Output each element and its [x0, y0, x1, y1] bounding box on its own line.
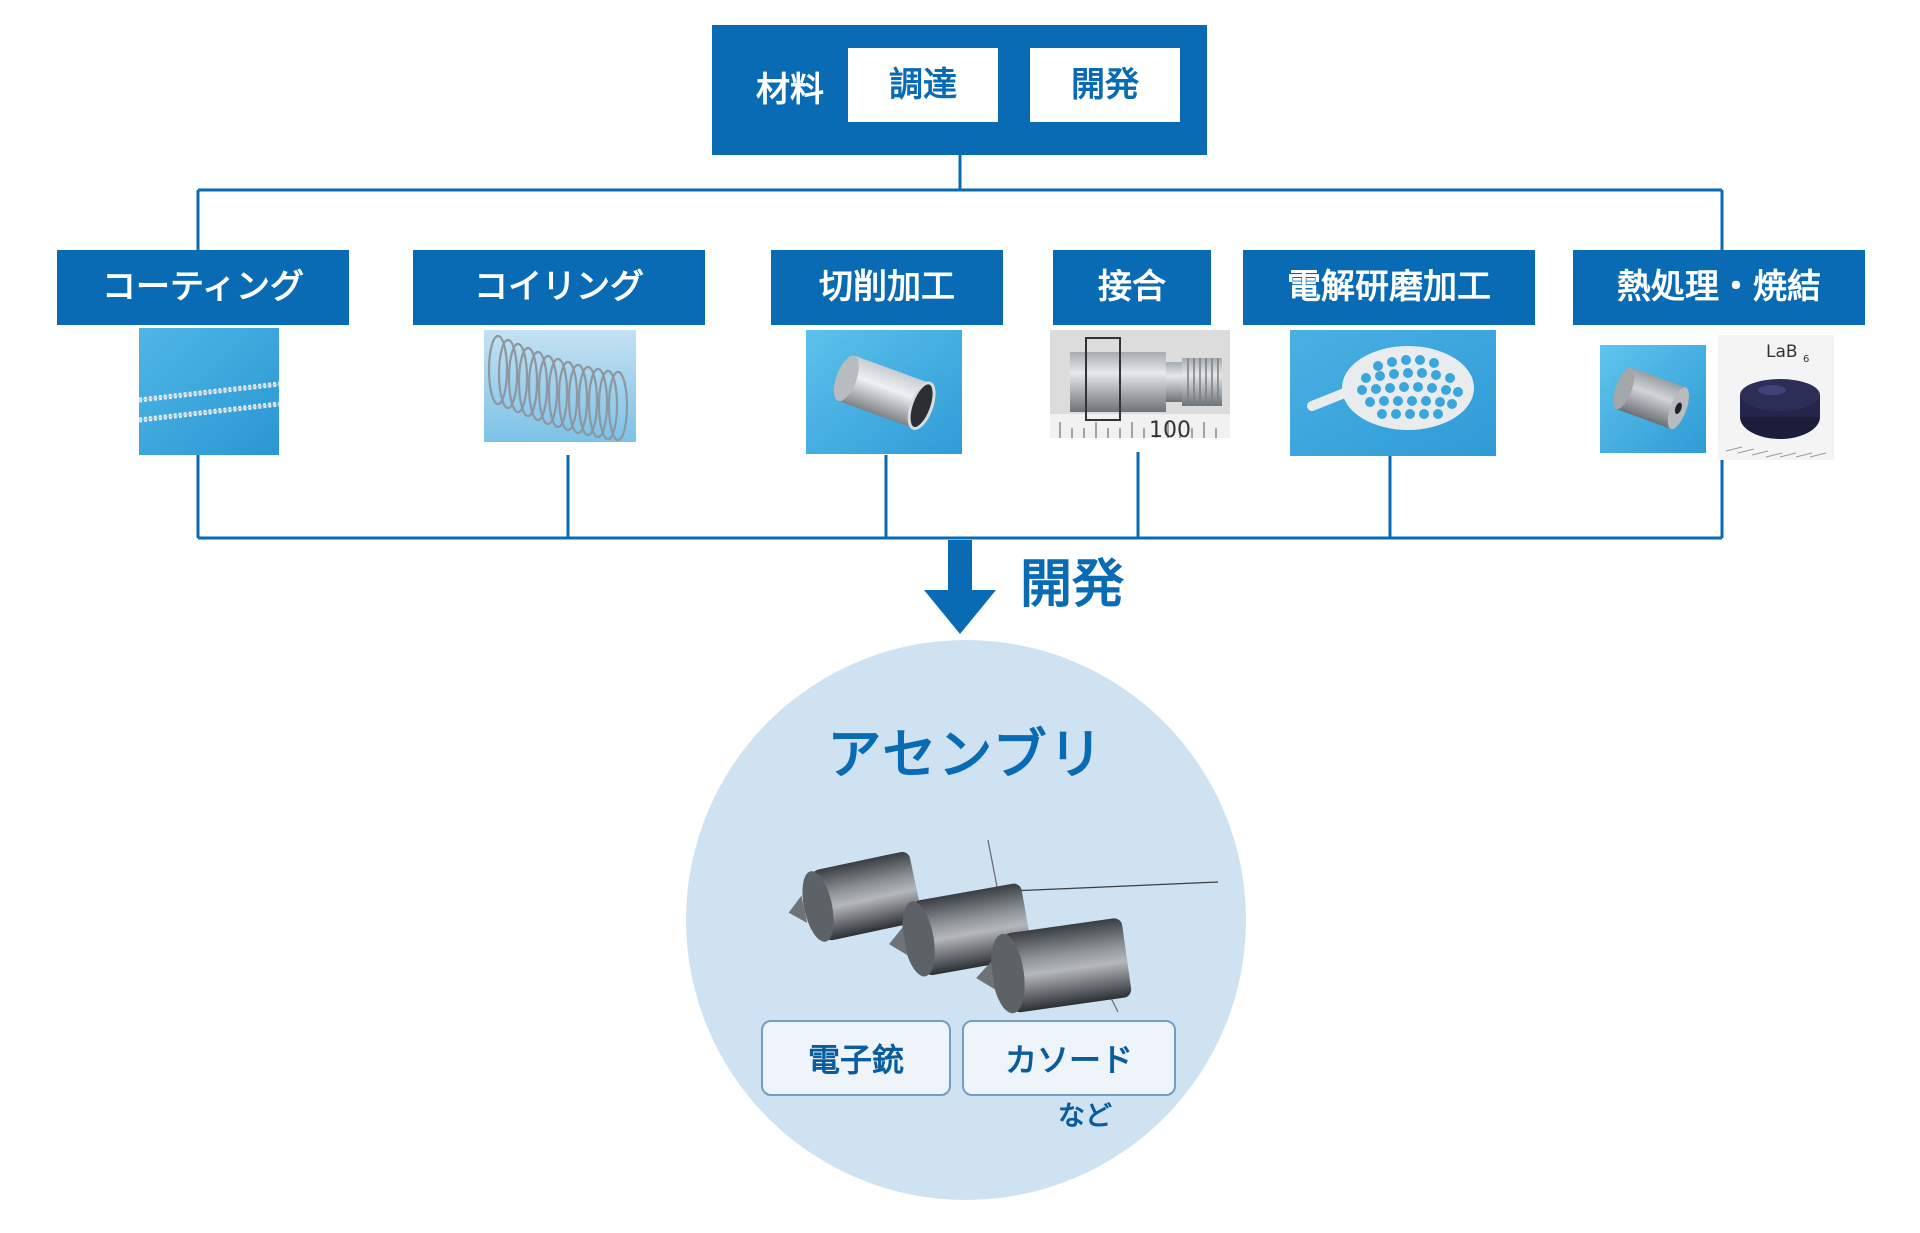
machined-tube-image [806, 330, 962, 454]
tag-electron-gun: 電子銃 [761, 1020, 951, 1096]
lab6-cathode-image: LaB 6 [1718, 335, 1834, 460]
perforated-disc-image [1290, 330, 1496, 456]
process-heat-treatment: 熱処理・焼結 [1573, 250, 1865, 325]
develop-label-arrow: 開発 [1020, 555, 1125, 615]
process-electropolishing: 電解研磨加工 [1243, 250, 1535, 325]
process-coiling: コイリング [413, 250, 705, 325]
process-machining: 切削加工 [771, 250, 1003, 325]
develop-label-top: 開発 [1030, 48, 1180, 122]
electron-gun-assembly-image [778, 832, 1228, 1017]
coated-wire-image [139, 328, 279, 455]
assembly-title: アセンブリ [827, 723, 1105, 786]
coil-spring-image [484, 330, 636, 442]
process-joining: 接合 [1053, 250, 1211, 325]
svg-text:6: 6 [1803, 354, 1809, 365]
joined-part-image: 100 [1050, 330, 1230, 438]
sintered-parts-image [1600, 345, 1706, 453]
procure-label: 調達 [848, 48, 998, 122]
down-arrow-icon [924, 540, 996, 634]
tag-cathode: カソード [962, 1020, 1176, 1096]
etc-label: など [1058, 1101, 1112, 1132]
svg-text:LaB: LaB [1766, 342, 1798, 362]
svg-text:100: 100 [1149, 418, 1191, 438]
process-coating: コーティング [57, 250, 349, 325]
material-label: 材料 [756, 70, 824, 110]
